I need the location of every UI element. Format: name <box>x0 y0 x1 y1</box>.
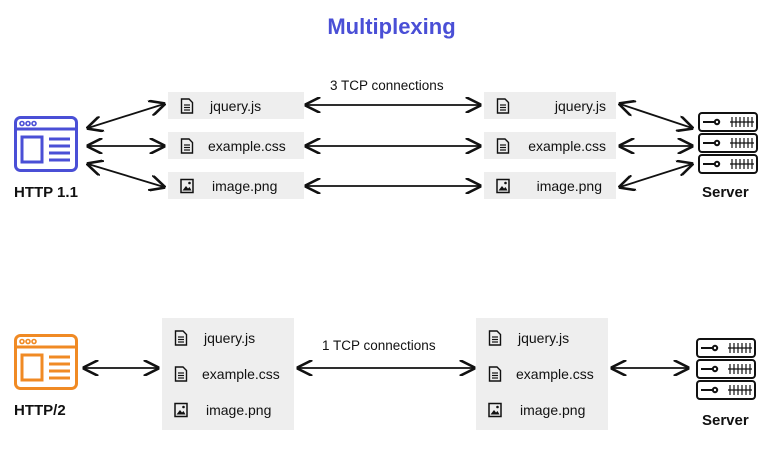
image-icon <box>174 402 188 418</box>
file-name: image.png <box>520 402 586 418</box>
diagram-title: Multiplexing <box>327 14 456 39</box>
http2-server-file-jquery: jquery.js <box>476 326 608 350</box>
file-name: jquery.js <box>210 97 262 114</box>
http11-server-label: Server <box>702 184 749 201</box>
http11-client-label: HTTP 1.1 <box>14 184 78 201</box>
browser-window-icon <box>14 116 78 172</box>
http2-server-file-panel: jquery.js example.css image.png <box>476 318 608 430</box>
http2-client-label: HTTP/2 <box>14 402 66 419</box>
http2-server-label: Server <box>702 412 749 429</box>
document-icon <box>488 366 502 382</box>
http11-client-file-jquery: jquery.js <box>168 92 304 119</box>
file-name: example.css <box>516 366 594 382</box>
document-icon <box>180 137 194 154</box>
file-name: example.css <box>208 137 286 154</box>
http2-client-file-image: image.png <box>162 398 294 422</box>
http11-client-file-image: image.png <box>168 172 304 199</box>
file-name: jquery.js <box>518 330 570 346</box>
arrow-image-server <box>620 164 692 187</box>
http2-client-file-css: example.css <box>162 362 294 386</box>
arrow-client-jquery <box>88 104 164 128</box>
file-name: image.png <box>212 177 278 194</box>
http2-connection-label: 1 TCP connections <box>322 338 436 353</box>
http2-server-file-css: example.css <box>476 362 608 386</box>
server-rack-icon <box>696 338 756 400</box>
arrow-client-image <box>88 164 164 187</box>
arrow-jquery-server <box>620 104 692 128</box>
image-icon <box>488 402 502 418</box>
file-name: jquery.js <box>554 97 606 114</box>
document-icon <box>496 97 510 114</box>
http2-server-file-image: image.png <box>476 398 608 422</box>
http11-connection-label: 3 TCP connections <box>330 78 444 93</box>
document-icon <box>488 330 502 346</box>
image-icon <box>180 178 194 193</box>
browser-window-icon <box>14 334 78 390</box>
file-name: example.css <box>202 366 280 382</box>
document-icon <box>496 137 510 154</box>
document-icon <box>180 97 194 114</box>
http11-server-file-jquery: jquery.js <box>484 92 616 119</box>
file-name: image.png <box>206 402 272 418</box>
http2-client-file-jquery: jquery.js <box>162 326 294 350</box>
http2-client-file-panel: jquery.js example.css image.png <box>162 318 294 430</box>
document-icon <box>174 330 188 346</box>
http11-client-file-css: example.css <box>168 132 304 159</box>
image-icon <box>496 178 510 193</box>
file-name: jquery.js <box>204 330 256 346</box>
server-rack-icon <box>698 112 758 174</box>
file-name: example.css <box>528 137 606 154</box>
http11-server-file-image: image.png <box>484 172 616 199</box>
document-icon <box>174 366 188 382</box>
file-name: image.png <box>536 177 602 194</box>
http11-server-file-css: example.css <box>484 132 616 159</box>
